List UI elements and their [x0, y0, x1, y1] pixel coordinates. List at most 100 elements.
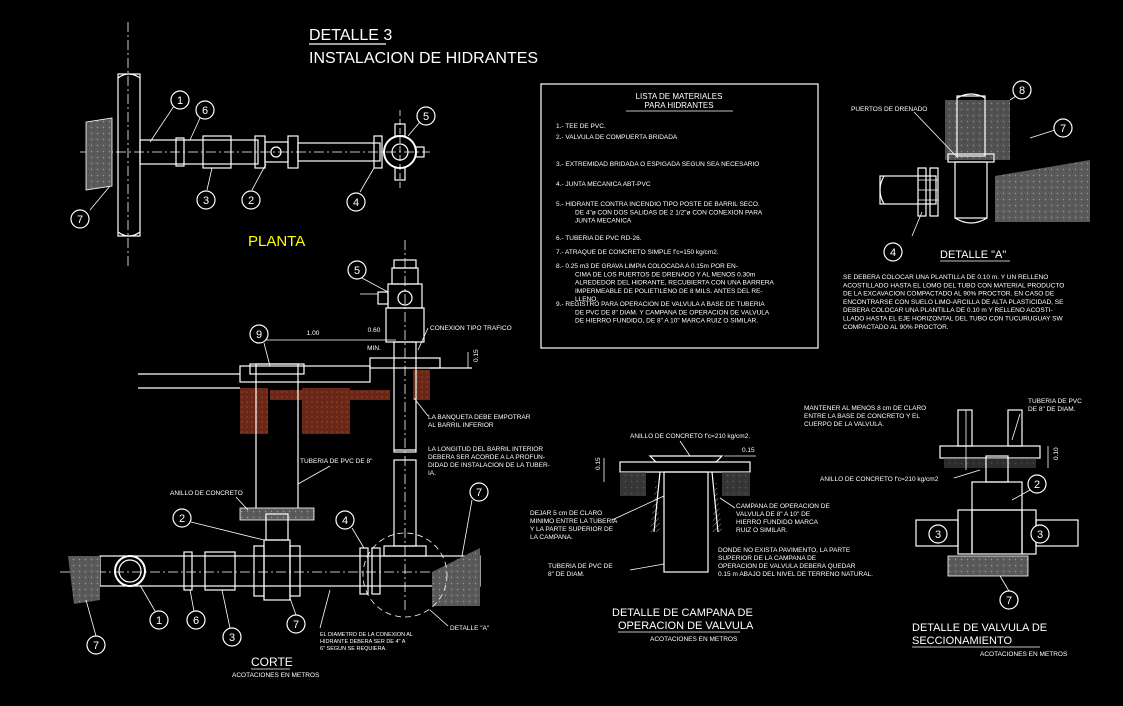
svg-text:4: 4	[890, 247, 896, 259]
balloon-7	[70, 209, 90, 229]
svg-text:8: 8	[1019, 85, 1025, 97]
banqueta-line: LA BANQUETA DEBE EMPOTRAR	[428, 414, 531, 421]
dejar-line: Y LA PARTE SUPERIOR DE	[530, 526, 614, 533]
svg-text:0.60: 0.60	[368, 327, 381, 334]
svg-text:MIN.: MIN.	[367, 345, 381, 352]
dejar-line: LA CAMPANA.	[530, 534, 573, 541]
balloon-1	[170, 90, 190, 110]
campana-title1: DETALLE DE CAMPANA DE	[612, 607, 753, 619]
mantener-line: ENTRE LA BASE DE CONCRETO Y EL	[804, 413, 920, 420]
banqueta-line: AL BARRIL INFERIOR	[428, 422, 494, 429]
material-item-line: 6.- TUBERIA DE PVC RD-26.	[556, 235, 642, 242]
dejar-line: DEJAR 5 cm DE CLARO	[530, 510, 602, 517]
campana-tuberia-line: 8" DE DIAM.	[548, 571, 585, 578]
diametro-line: 6" SEGUN SE REQUIERA.	[320, 646, 387, 652]
title-line1: DETALLE 3	[309, 27, 392, 44]
material-item-line: 8.- 0.25 m3 DE GRAVA LIMPIA COLOCADA A 0…	[556, 263, 738, 270]
svg-text:5: 5	[354, 265, 360, 277]
campana-op-line: VALVULA DE 8" A 10" DE	[736, 511, 811, 518]
balloon-4	[346, 192, 366, 212]
mantener-line: CUERPO DE LA VALVULA.	[804, 421, 884, 428]
donde-line: SUPERIOR DE LA CAMPANA DE	[718, 555, 817, 562]
dejar-line: MINIMO ENTRE LA TUBERIA	[530, 518, 618, 525]
valvula-tuberia-line: DE 8" DE DIAM.	[1028, 406, 1076, 413]
longitud-line: DEBERA SER ACORDE A LA PROFUN-	[428, 454, 545, 461]
corte-title: CORTE	[251, 655, 293, 669]
svg-text:2: 2	[179, 513, 185, 525]
planta-balloons: 1 6 3 2 4 5 7	[70, 90, 436, 229]
balloon-3	[196, 190, 216, 210]
campana-title2: OPERACION DE VALVULA	[618, 620, 754, 632]
campana-detail: ANILLO DE CONCRETO f'c=210 kg/cm2. 0.15 …	[530, 433, 873, 643]
campana-tuberia: TUBERIA DE PVC DE8" DE DIAM.	[548, 563, 613, 578]
detalle-a-note-line: SE DEBERA COLOCAR UNA PLANTILLA DE 0.10 …	[843, 274, 1048, 281]
svg-text:1: 1	[177, 95, 183, 107]
svg-text:3: 3	[203, 195, 209, 207]
svg-text:7: 7	[1060, 123, 1066, 135]
corte-balloons: 5 9 2 4 7 1 6 3 7 7	[85, 260, 489, 655]
svg-text:7: 7	[476, 487, 482, 499]
valvula-tuberia-line: TUBERIA DE PVC	[1028, 398, 1082, 405]
corte-subtitle: ACOTACIONES EN METROS	[232, 672, 320, 679]
svg-text:7: 7	[77, 214, 83, 226]
title-line2: INSTALACION DE HIDRANTES	[309, 50, 538, 67]
diametro-line: EL DIAMETRO DE LA CONEXION AL	[320, 632, 413, 638]
donde-note: DONDE NO EXISTA PAVIMENTO, LA PARTESUPER…	[718, 547, 873, 578]
svg-text:6: 6	[202, 105, 208, 117]
svg-text:0.15: 0.15	[742, 447, 755, 454]
balloon-5	[416, 106, 436, 126]
svg-text:0.10: 0.10	[1053, 447, 1060, 460]
svg-text:0.15: 0.15	[595, 457, 602, 470]
materials-items: 1.- TEE DE PVC.2.- VALVULA DE COMPUERTA …	[556, 123, 775, 325]
campana-op-line: CAMPANA DE OPERACION DE	[736, 503, 830, 510]
material-item-line: IMPERMEABLE DE POLIETILENO DE 8 MILS. AN…	[575, 288, 763, 295]
mantener-line: MANTENER AL MENOS 8 cm DE CLARO	[804, 405, 926, 412]
campana-op-line: HIERRO FUNDIDO MARCA	[736, 519, 819, 526]
valvula-anillo: ANILLO DE CONCRETO f'c=210 kg/cm2	[820, 476, 939, 483]
detalle-a-note-line: COMPACTADO AL 90% PROCTOR.	[843, 324, 949, 331]
planta-label: PLANTA	[248, 233, 305, 250]
donde-line: OPERACION DE VALVULA DEBERA QUEDAR	[718, 563, 856, 570]
material-item-line: ALREDEDOR DEL HIDRANTE, RECUBIERTA CON U…	[575, 280, 775, 287]
material-item-line: 4.- JUNTA MECANICA ABT-PVC	[556, 181, 651, 188]
material-item-line: 5.- HIDRANTE CONTRA INCENDIO TIPO POSTE …	[556, 201, 760, 208]
campana-op-line: RUIZ O SIMILAR.	[736, 527, 788, 534]
valvula-subtitle: ACOTACIONES EN METROS	[980, 651, 1068, 658]
material-item-line: JUNTA MECANICA	[575, 218, 632, 225]
svg-text:7: 7	[93, 640, 99, 652]
svg-text:3: 3	[229, 632, 235, 644]
detalle-a-note-line: DE LA EXCAVACION COMPACTADO AL 90% PROCT…	[843, 291, 1055, 298]
valvula-title1: DETALLE DE VALVULA DE	[912, 622, 1047, 634]
conexion-label: CONEXION TIPO TRAFICO	[430, 325, 512, 332]
anillo-label: ANILLO DE CONCRETO	[170, 490, 243, 497]
svg-text:6: 6	[193, 615, 199, 627]
svg-text:3: 3	[935, 529, 941, 541]
donde-line: DONDE NO EXISTA PAVIMENTO, LA PARTE	[718, 547, 851, 554]
materials-header2: PARA HIDRANTES	[644, 101, 713, 110]
campana-anillo: ANILLO DE CONCRETO f'c=210 kg/cm2.	[630, 433, 750, 440]
detalle-a: PUERTOS DE DRENADO 8 7 4 DETALLE "A" SE …	[843, 80, 1090, 331]
material-item-line: DE PVC DE 8" DIAM. Y CAMPANA DE OPERACIO…	[575, 309, 770, 316]
material-item-line: 2.- VALVULA DE COMPUERTA BRIDADA	[556, 134, 678, 141]
svg-text:5: 5	[423, 111, 429, 123]
valvula-title2: SECCIONAMIENTO	[912, 635, 1012, 647]
balloon-6	[195, 100, 215, 120]
svg-text:1: 1	[156, 615, 162, 627]
tuberia-label: TUBERIA DE PVC DE 8"	[300, 458, 373, 465]
materials-list: LISTA DE MATERIALES PARA HIDRANTES 1.- T…	[540, 83, 819, 349]
svg-text:7: 7	[293, 619, 299, 631]
material-item-line: 3.- EXTREMIDAD BRIDADA O ESPIGADA SEGUN …	[556, 161, 759, 168]
svg-text:1.00: 1.00	[307, 330, 320, 337]
puertos-label: PUERTOS DE DRENADO	[851, 106, 927, 113]
balloon-2	[241, 190, 261, 210]
svg-text:0.15: 0.15	[473, 349, 480, 362]
svg-text:4: 4	[353, 197, 359, 209]
